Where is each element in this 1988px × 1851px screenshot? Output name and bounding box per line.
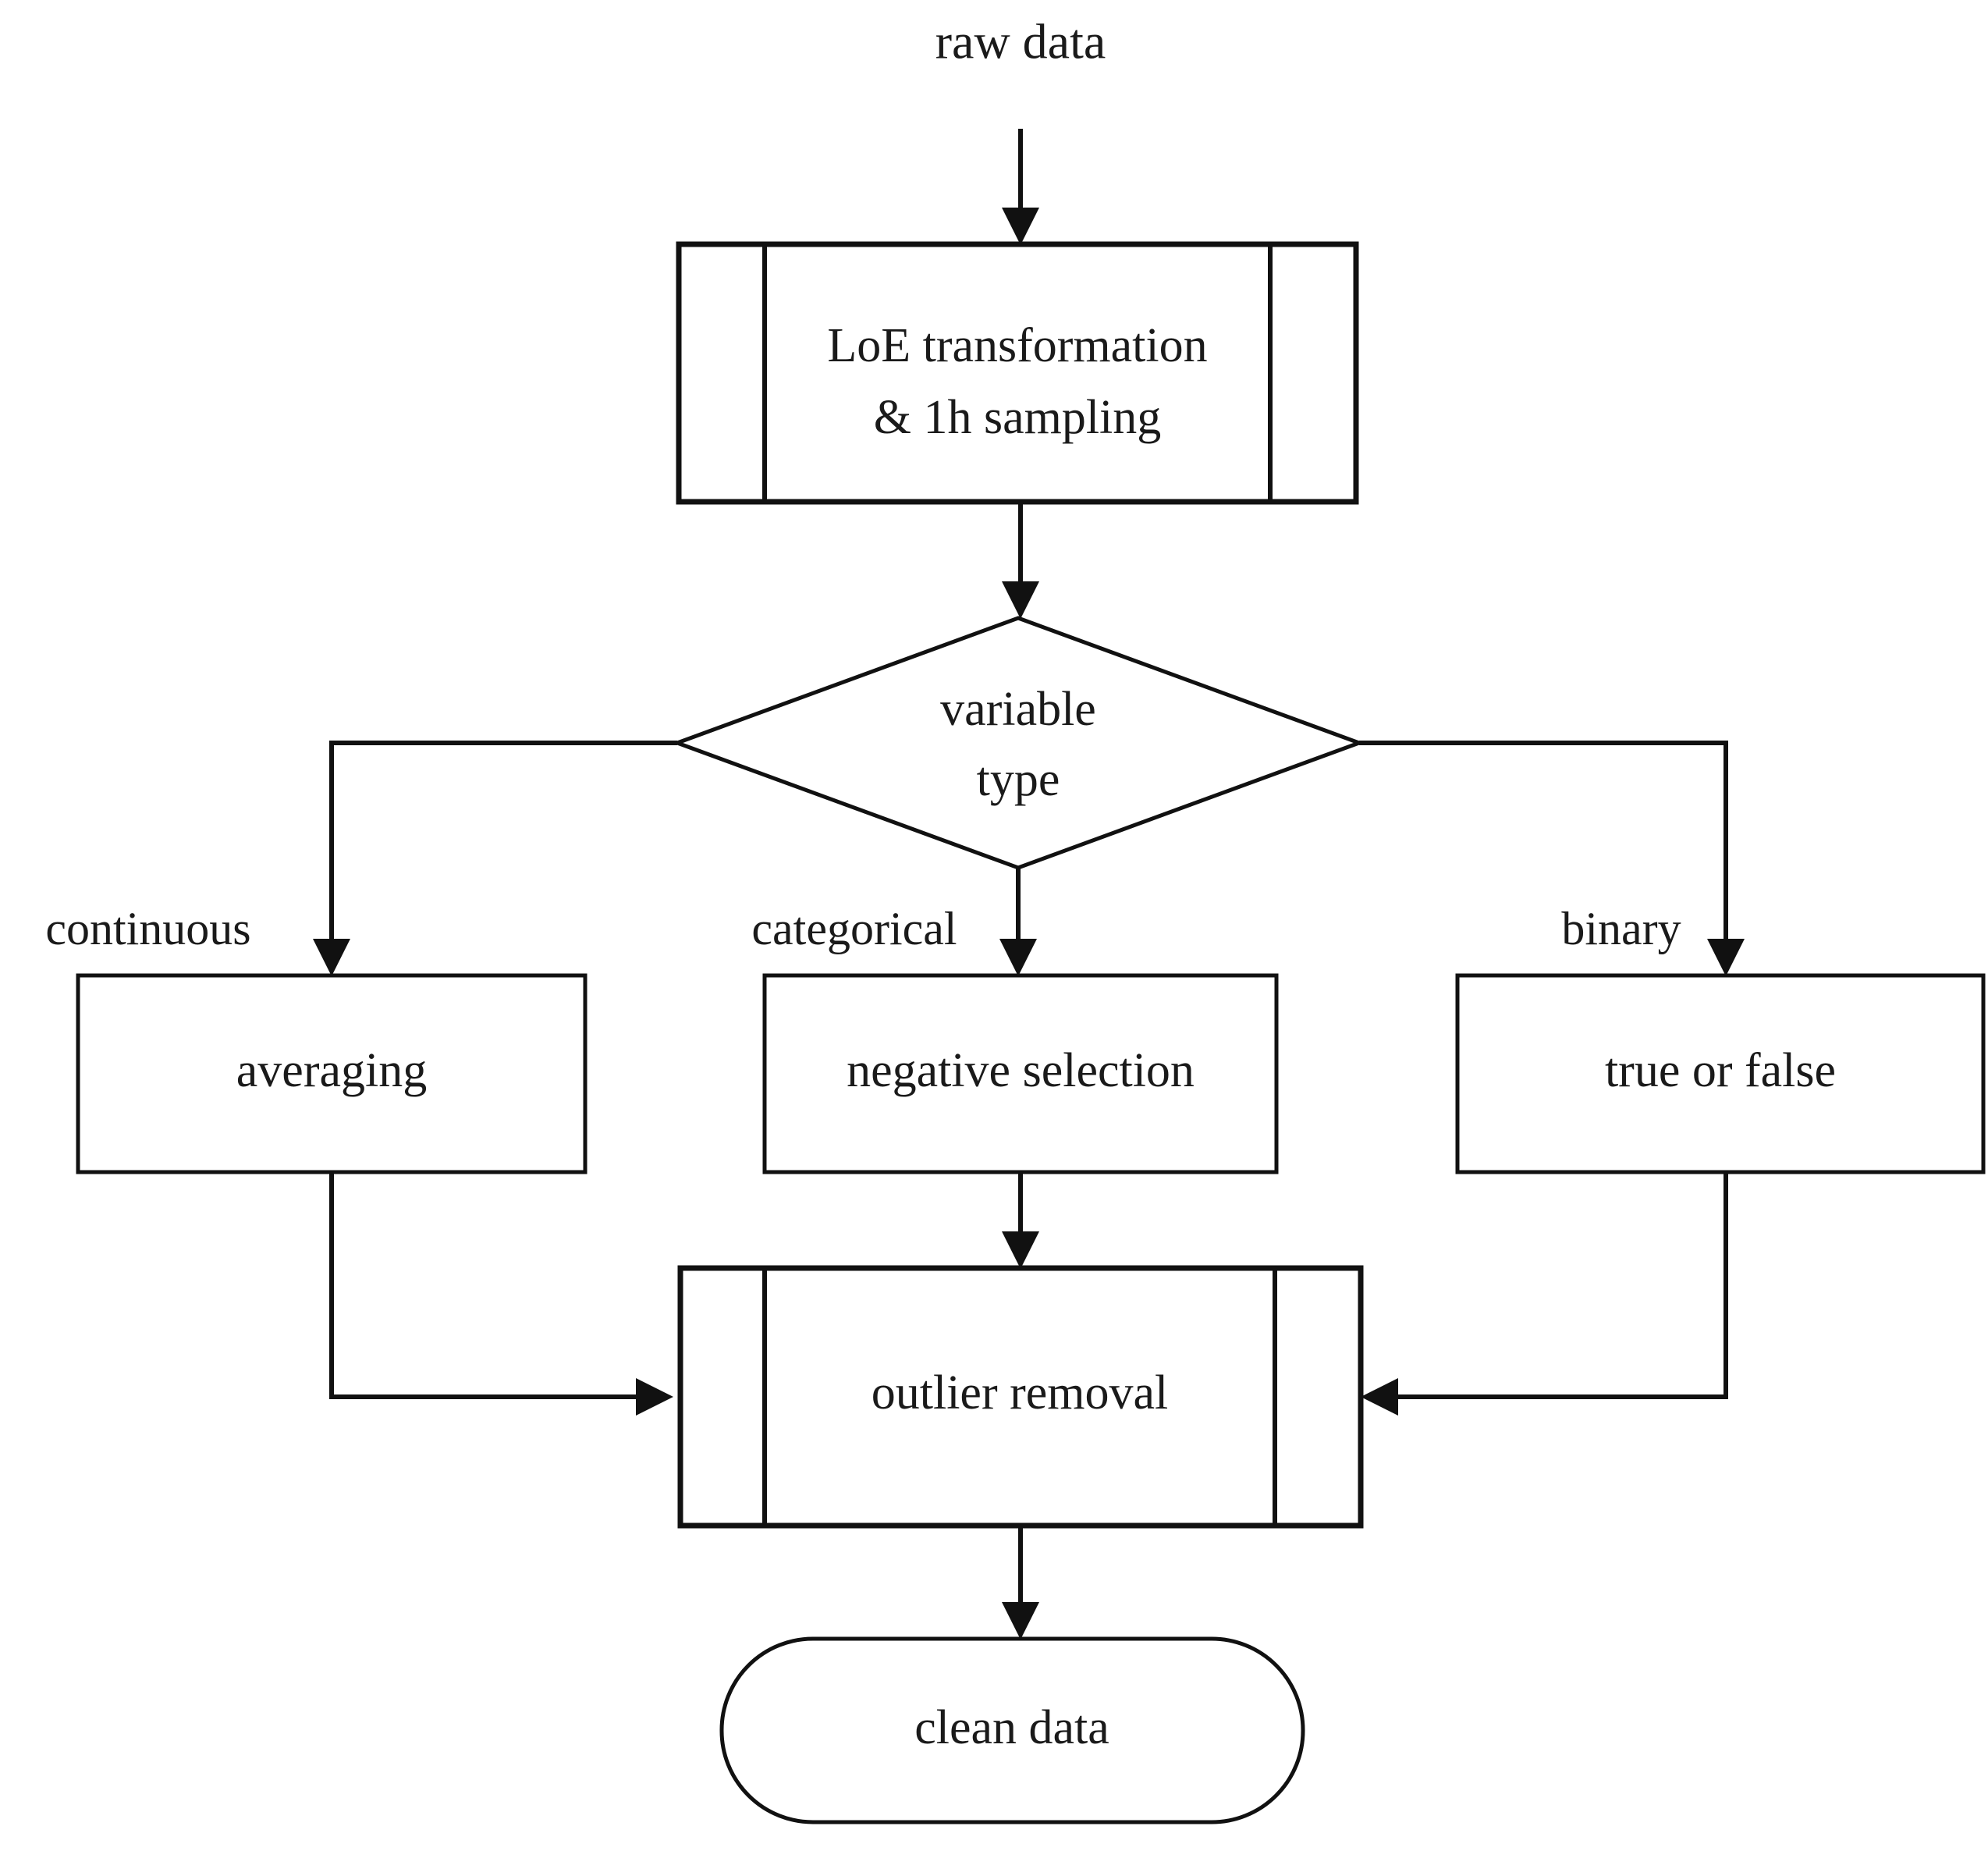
edge-decision-to-true-or-false xyxy=(1359,741,1745,976)
node-averaging[interactable]: averaging xyxy=(76,973,588,1174)
outlier-box-outline xyxy=(677,1265,1364,1529)
branch-label-binary: binary xyxy=(1561,903,1681,954)
negative-selection-box-outline xyxy=(762,973,1279,1174)
edge-decision-to-averaging xyxy=(313,741,677,976)
true-or-false-box-outline xyxy=(1455,973,1986,1174)
averaging-label: averaging xyxy=(236,1044,427,1097)
node-negative-selection[interactable]: negative selection xyxy=(762,973,1279,1174)
loe-label-line2: & 1h sampling xyxy=(874,391,1162,444)
loe-box-outline xyxy=(676,241,1359,505)
outlier-removal-label: outlier removal xyxy=(872,1366,1168,1419)
decision-label-line1: variable xyxy=(940,683,1096,736)
loe-label-line1: LoE transformation xyxy=(827,319,1207,372)
node-loe-transformation[interactable]: LoE transformation & 1h sampling xyxy=(676,241,1359,505)
edge-true-or-false-to-outlier xyxy=(1361,1172,1728,1416)
decision-diamond-outline xyxy=(671,616,1365,870)
branch-label-continuous: continuous xyxy=(45,903,250,954)
node-true-or-false[interactable]: true or false xyxy=(1455,973,1986,1174)
node-outlier-removal[interactable]: outlier removal xyxy=(677,1265,1364,1529)
raw-data-label: raw data xyxy=(935,14,1106,69)
negative-selection-label: negative selection xyxy=(847,1044,1195,1097)
decision-label-line2: type xyxy=(977,753,1060,806)
node-clean-data[interactable]: clean data xyxy=(719,1636,1305,1824)
true-or-false-label: true or false xyxy=(1605,1044,1836,1097)
clean-data-stadium-outline xyxy=(719,1636,1305,1824)
edge-averaging-to-outlier xyxy=(329,1172,673,1416)
clean-data-label: clean data xyxy=(914,1701,1109,1754)
branch-label-categorical: categorical xyxy=(751,903,957,954)
node-variable-type[interactable]: variable type xyxy=(671,616,1365,870)
